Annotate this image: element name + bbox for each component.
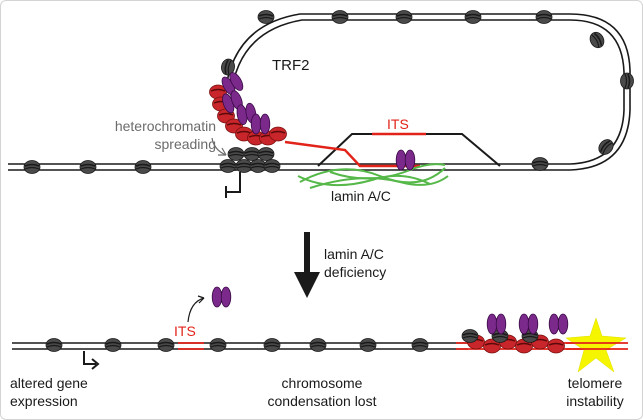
release-arrow-icon [187,297,205,323]
condensation-label-1: chromosome [281,375,363,391]
trf2-label: TRF2 [272,57,310,74]
telomere-coil [208,70,288,146]
heterochromatin-label-1: heterochromatin [114,118,216,134]
telomere-loop [224,13,631,171]
promoter-active-icon [83,351,96,365]
condensation-label-2: condensation lost [267,393,377,409]
altered-label-2: expression [10,393,78,409]
heterochromatin-cluster [219,146,281,174]
telomere-trf2-cluster [461,313,569,354]
telomere-label-2: instability [566,393,624,409]
altered-label-1: altered gene [10,375,88,391]
lamin-fibers [297,163,449,189]
its-bottom-label: ITS [174,323,196,339]
promoter-repressed-icon [226,172,241,193]
spreading-arrow-icon [211,137,227,156]
its-top-label: ITS [387,116,409,132]
lamin-label: lamin A/C [331,188,391,204]
deficiency-label-2: deficiency [324,264,387,280]
released-trf2-icon [211,286,232,308]
top-chromosome [8,9,635,198]
deficiency-label-1: lamin A/C [324,246,384,262]
telomere-label-1: telomere [567,375,623,391]
down-arrow-icon [294,232,320,298]
instability-star-icon [565,317,627,373]
telomere-strand [284,140,420,168]
bottom-chromosome [12,286,628,373]
heterochromatin-label-2: spreading [154,136,217,152]
